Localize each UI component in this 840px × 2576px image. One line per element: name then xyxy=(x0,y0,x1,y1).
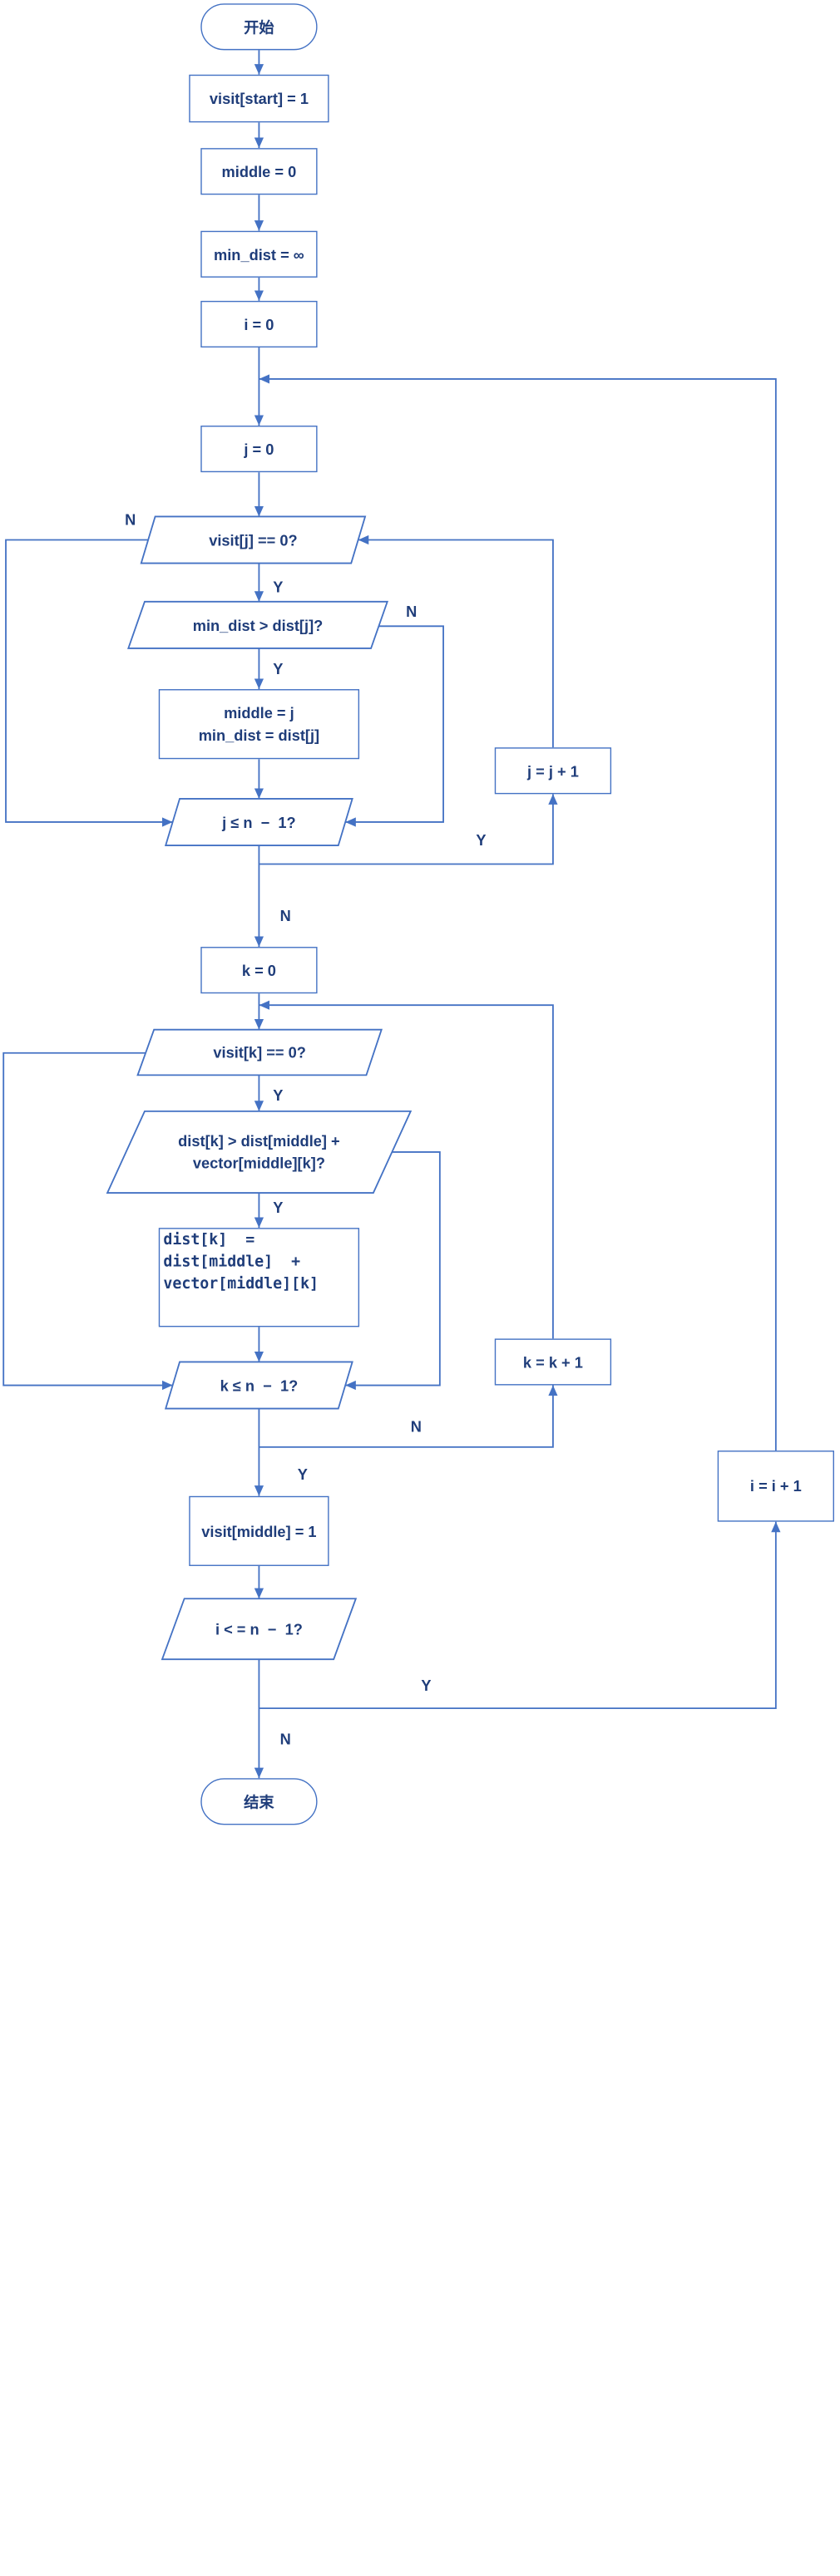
cond-k-loop: k ≤ n − 1? xyxy=(220,1377,299,1395)
label-visit-j-yes: Y xyxy=(273,578,284,596)
cond-min-dist-shape xyxy=(127,600,389,649)
label-i-loop-yes: Y xyxy=(421,1677,432,1695)
j-init-box: j = 0 xyxy=(200,426,318,473)
i-init-box: i = 0 xyxy=(200,300,318,348)
update-dist-box: dist[k] = dist[middle] + vector[middle][… xyxy=(158,1228,360,1327)
label-j-loop-yes: Y xyxy=(476,831,487,850)
update-middle-box: middle = j min_dist = dist[j] xyxy=(158,689,360,760)
i-inc-box: i = i + 1 xyxy=(717,1451,835,1522)
cond-j-loop: j ≤ n − 1? xyxy=(222,813,296,831)
cond-i-loop-shape xyxy=(161,1598,358,1661)
cond-dist-shape xyxy=(106,1110,413,1194)
visit-middle-box: visit[middle] = 1 xyxy=(189,1495,329,1566)
flowchart-connectors xyxy=(2,50,781,1779)
cond-visit-j: visit[j] == 0? xyxy=(209,530,298,549)
label-k-loop-yes: Y xyxy=(297,1465,308,1484)
visit-start-box: visit[start] = 1 xyxy=(189,74,329,123)
label-i-loop-no: N xyxy=(279,1730,291,1748)
j-inc-box: j = j + 1 xyxy=(494,747,612,795)
cond-j-loop-shape xyxy=(164,798,353,846)
cond-visit-j-shape xyxy=(140,515,367,564)
label-k-loop-no: N xyxy=(410,1417,422,1436)
min-dist-init-box: min_dist = ∞ xyxy=(200,230,318,278)
cond-i-loop: i < = n − 1? xyxy=(215,1620,303,1638)
cond-k-loop-shape xyxy=(164,1361,353,1410)
cond-min-dist: min_dist > dist[j]? xyxy=(192,616,324,634)
cond-visit-k: visit[k] == 0? xyxy=(213,1043,306,1061)
label-visit-k-yes: Y xyxy=(273,1086,284,1105)
start-terminal: 开始 xyxy=(200,3,318,51)
label-dist-yes: Y xyxy=(273,1199,284,1217)
end-terminal: 结束 xyxy=(200,1778,318,1825)
k-inc-box: k = k + 1 xyxy=(494,1338,612,1386)
cond-visit-k-shape xyxy=(136,1028,383,1076)
label-j-loop-no: N xyxy=(279,907,291,925)
middle-init-box: middle = 0 xyxy=(200,148,318,195)
label-visit-j-no: N xyxy=(125,510,136,529)
cond-dist: dist[k] > dist[middle] + vector[middle][… xyxy=(178,1132,340,1172)
label-min-dist-yes: Y xyxy=(273,659,284,678)
label-min-dist-no: N xyxy=(406,603,418,621)
k-init-box: k = 0 xyxy=(200,947,318,994)
